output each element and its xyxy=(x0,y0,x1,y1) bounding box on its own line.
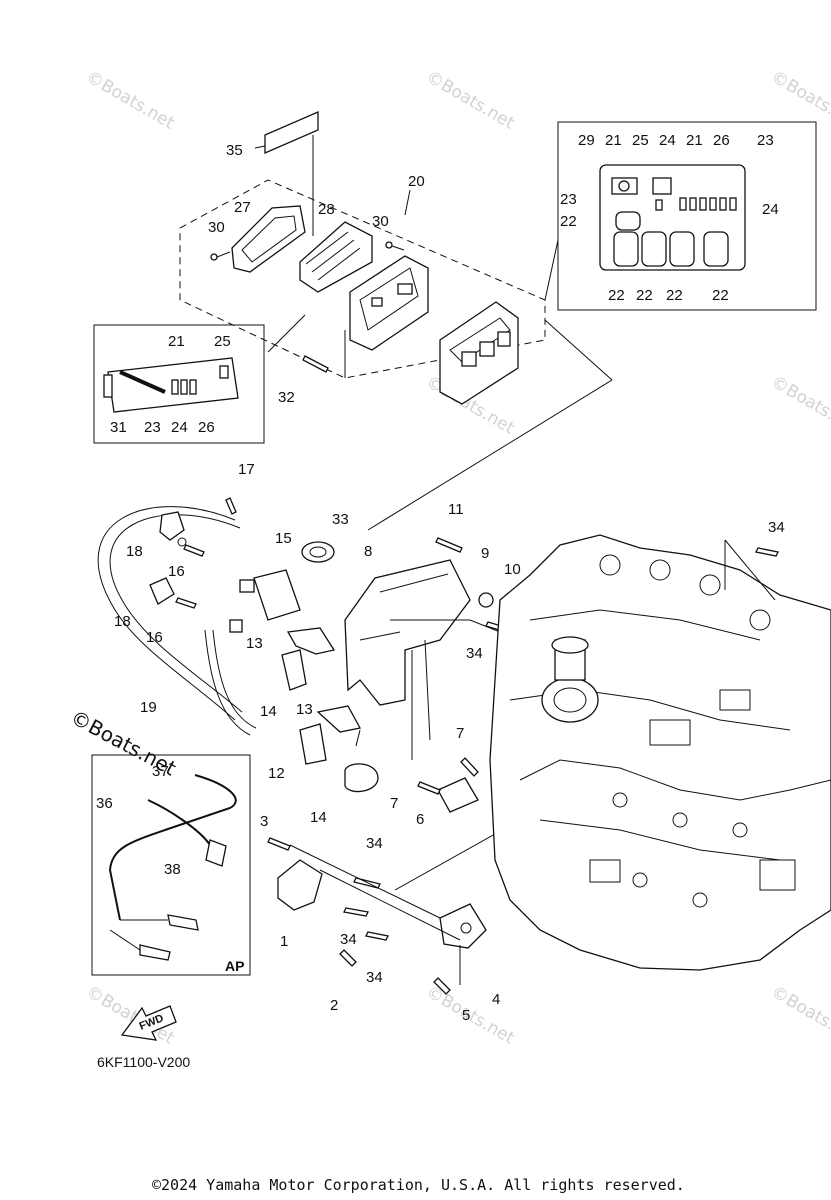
callout-20: 20 xyxy=(408,173,425,190)
callout-16: 16 xyxy=(168,563,185,580)
callout-32: 32 xyxy=(278,389,295,406)
callout-30: 30 xyxy=(372,213,389,230)
ecu-assembly-outline xyxy=(179,111,613,405)
callout-24: 24 xyxy=(659,132,676,149)
ap-label: AP xyxy=(225,958,244,974)
callout-21: 21 xyxy=(686,132,703,149)
callout-18: 18 xyxy=(126,543,143,560)
callout-3: 3 xyxy=(260,813,268,830)
callout-26: 26 xyxy=(713,132,730,149)
fwd-arrow: FWD xyxy=(120,1005,177,1041)
watermark-text: ©Boats.net xyxy=(768,982,831,1049)
callout-12: 12 xyxy=(268,765,285,782)
callout-4: 4 xyxy=(492,991,500,1008)
callout-13: 13 xyxy=(246,635,263,652)
callout-24: 24 xyxy=(171,419,188,436)
watermark-text: ©Boats.net xyxy=(768,67,831,134)
callout-27: 27 xyxy=(234,199,251,216)
callout-23: 23 xyxy=(757,132,774,149)
callout-33: 33 xyxy=(332,511,349,528)
callout-23: 23 xyxy=(560,191,577,208)
callout-38: 38 xyxy=(164,861,181,878)
callout-16: 16 xyxy=(146,629,163,646)
lower-brackets xyxy=(267,819,521,995)
callout-14: 14 xyxy=(260,703,277,720)
watermark-text: ©Boats.net xyxy=(423,67,518,134)
callout-14: 14 xyxy=(310,809,327,826)
callout-22: 22 xyxy=(712,287,729,304)
callout-34: 34 xyxy=(466,645,483,662)
watermark-text: ©Boats.net xyxy=(83,67,178,134)
callout-36: 36 xyxy=(96,795,113,812)
callout-9: 9 xyxy=(481,545,489,562)
callout-22: 22 xyxy=(666,287,683,304)
callout-25: 25 xyxy=(214,333,231,350)
callout-22: 22 xyxy=(608,287,625,304)
callout-1: 1 xyxy=(280,933,288,950)
callout-22: 22 xyxy=(560,213,577,230)
callout-21: 21 xyxy=(605,132,622,149)
callout-26: 26 xyxy=(198,419,215,436)
callout-34: 34 xyxy=(768,519,785,536)
callout-5: 5 xyxy=(462,1007,470,1024)
inset-detail-left xyxy=(93,324,265,444)
callout-10: 10 xyxy=(504,561,521,578)
callout-35: 35 xyxy=(226,142,243,159)
engine-block xyxy=(489,534,831,971)
copyright-notice: ©2024 Yamaha Motor Corporation, U.S.A. A… xyxy=(152,1176,685,1194)
callout-29: 29 xyxy=(578,132,595,149)
callout-19: 19 xyxy=(140,699,157,716)
callout-11: 11 xyxy=(448,501,464,518)
callout-23: 23 xyxy=(144,419,161,436)
callout-34: 34 xyxy=(340,931,357,948)
callout-22: 22 xyxy=(636,287,653,304)
callout-17: 17 xyxy=(238,461,255,478)
callout-13: 13 xyxy=(296,701,313,718)
inset-detail-right xyxy=(544,121,817,311)
callout-34: 34 xyxy=(366,969,383,986)
callout-31: 31 xyxy=(110,419,127,436)
watermark-text: ©Boats.net xyxy=(768,372,831,439)
callout-numbers: 35 20 27 28 30 30 32 21 25 31 23 24 26 2… xyxy=(96,132,785,1024)
callout-24: 24 xyxy=(762,201,779,218)
callout-30: 30 xyxy=(208,219,225,236)
callout-28: 28 xyxy=(318,201,335,218)
callout-21: 21 xyxy=(168,333,185,350)
callout-2: 2 xyxy=(330,997,338,1014)
callout-37: 37 xyxy=(152,763,169,780)
callout-34: 34 xyxy=(366,835,383,852)
drawing-code: 6KF1100-V200 xyxy=(97,1054,191,1070)
callout-7: 7 xyxy=(456,725,464,742)
inset-detail-ap xyxy=(91,754,251,976)
callout-18: 18 xyxy=(114,613,131,630)
callout-8: 8 xyxy=(364,543,372,560)
callout-25: 25 xyxy=(632,132,649,149)
callout-7: 7 xyxy=(390,795,398,812)
callout-6: 6 xyxy=(416,811,424,828)
callout-15: 15 xyxy=(275,530,292,547)
